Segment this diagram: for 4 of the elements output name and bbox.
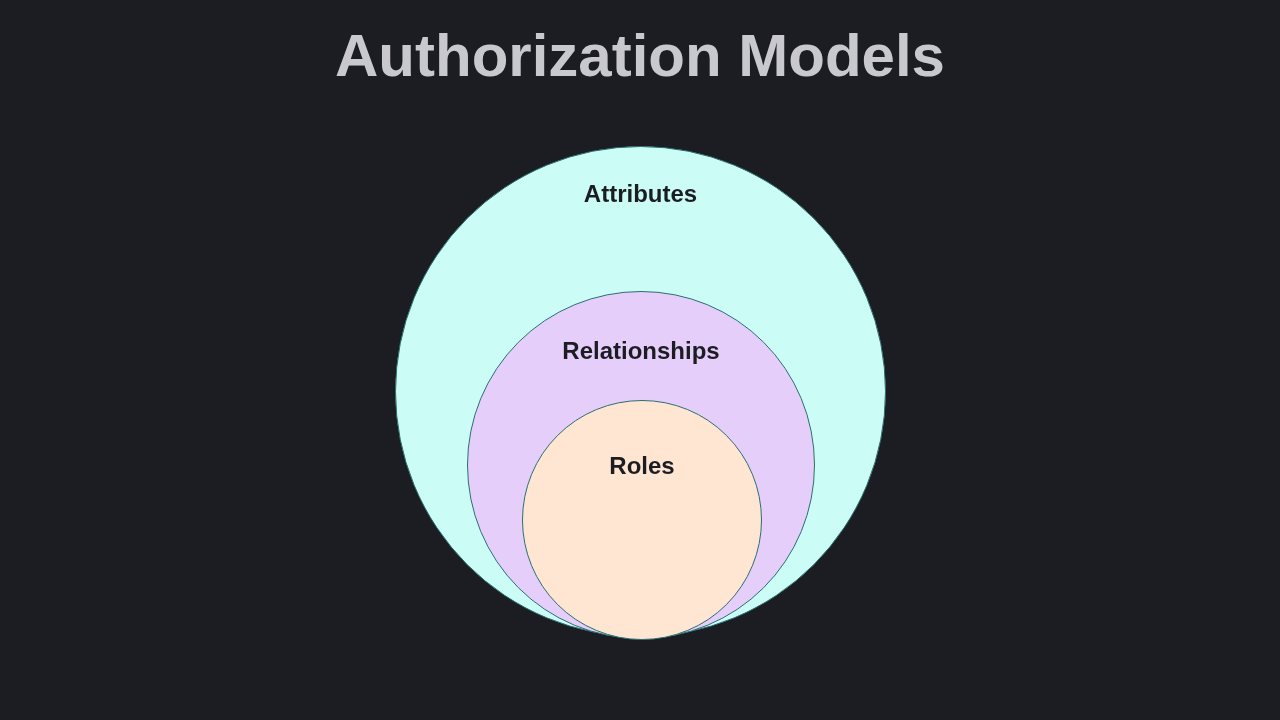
title: Authorization Models <box>335 21 945 91</box>
circle-label: Attributes <box>583 180 698 209</box>
circle-label: Relationships <box>562 337 720 366</box>
circle-label: Roles <box>609 452 675 481</box>
